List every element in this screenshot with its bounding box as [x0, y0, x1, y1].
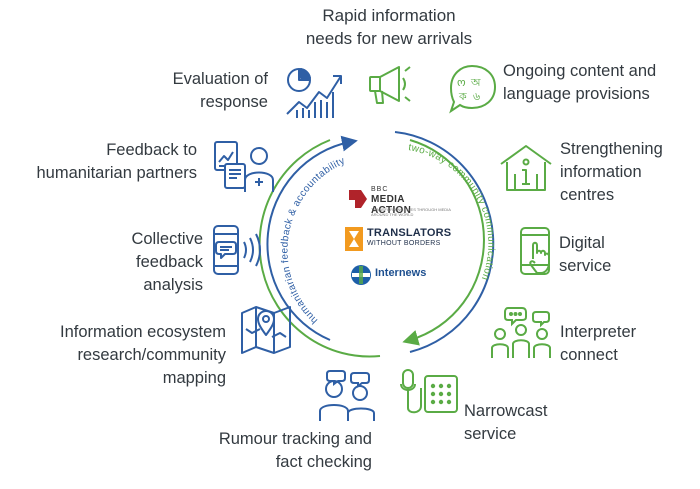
media-action-label: MEDIA ACTION — [371, 194, 412, 216]
bbc-mark-icon — [349, 190, 367, 208]
label-rapid-information: Rapid information needs for new arrivals — [305, 6, 473, 48]
twb-mark-icon — [345, 227, 363, 251]
internews-label: Internews — [375, 267, 427, 279]
microphone-speaker-icon — [400, 369, 458, 414]
phone-signal-icon — [213, 225, 261, 275]
svg-text:৬: ৬ — [473, 90, 480, 103]
label-ongoing-content: Ongoing content and language provisions — [503, 62, 657, 103]
speech-bubble-scripts-icon: ო অ ক ৬ — [449, 64, 497, 114]
svg-text:ক: ক — [458, 90, 467, 103]
internews-globe-icon — [351, 265, 371, 285]
svg-text:অ: অ — [470, 76, 481, 89]
person-report-icon — [214, 141, 274, 192]
without-borders-label: WITHOUT BORDERS — [367, 240, 441, 247]
two-people-talking-icon — [319, 370, 375, 421]
label-rumour-tracking: Rumour tracking and fact checking — [218, 430, 372, 471]
translators-without-borders-logo: TRANSLATORS WITHOUT BORDERS — [345, 227, 455, 253]
label-interpreter-connect: Interpreter connect — [560, 323, 637, 364]
label-evaluation-response: Evaluation of response — [172, 70, 268, 111]
bbc-label: BBC — [371, 186, 389, 193]
megaphone-icon — [369, 66, 411, 104]
label-strengthening-centres: Strengthening information centres — [560, 140, 663, 204]
ring-arc-blue-inner — [266, 135, 358, 341]
bbc-media-action-logo: BBC MEDIA ACTION TRANSFORMING LIVES THRO… — [347, 186, 451, 220]
people-chat-icon — [491, 307, 551, 358]
map-pin-icon — [241, 306, 291, 354]
ring-arc-blue-outer — [394, 131, 495, 353]
info-house-icon — [500, 145, 552, 191]
internews-logo: Internews — [350, 263, 440, 289]
ring-arc-green-outer — [258, 139, 381, 358]
smartphone-touch-icon — [520, 227, 550, 275]
label-narrowcast-service: Narrowcast service — [464, 402, 548, 443]
label-collective-feedback: Collective feedback analysis — [131, 230, 203, 294]
label-feedback-partners: Feedback to humanitarian partners — [36, 141, 197, 182]
bbc-tagline: TRANSFORMING LIVES THROUGH MEDIA AROUND … — [371, 207, 451, 217]
label-information-ecosystem: Information ecosystem research/community… — [60, 323, 226, 387]
label-digital-service: Digital service — [559, 234, 612, 275]
svg-text:ო: ო — [457, 76, 466, 89]
translators-label: TRANSLATORS — [367, 227, 452, 239]
chart-growth-icon — [286, 68, 342, 118]
ring-arc-green-inner — [402, 139, 485, 346]
